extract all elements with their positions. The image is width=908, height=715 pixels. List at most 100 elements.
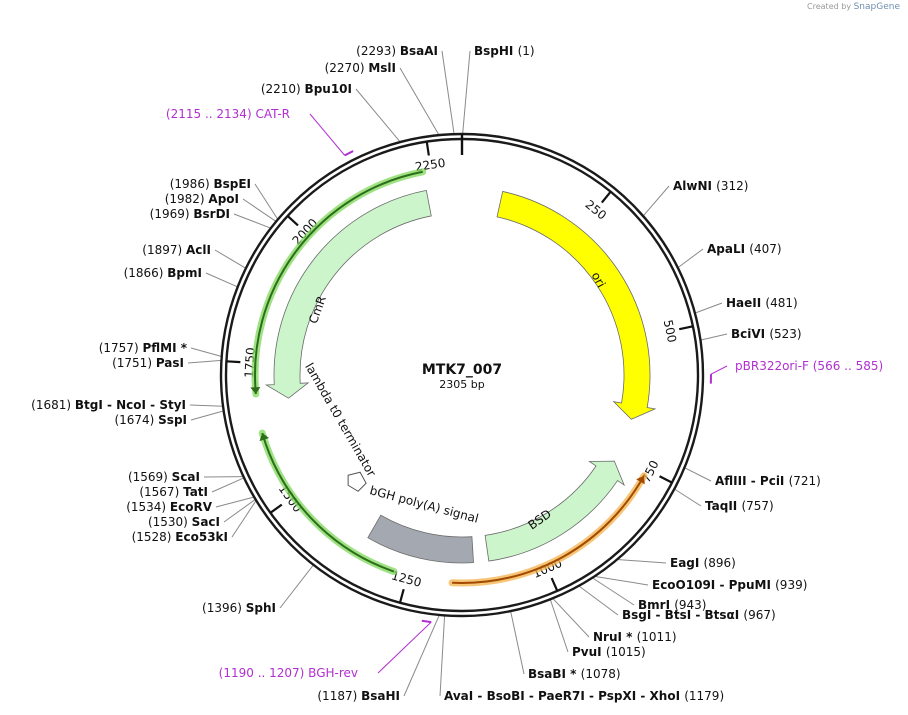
tick-mark <box>269 503 283 514</box>
site-label: (1567) TatI <box>139 485 208 499</box>
site-leader <box>552 597 590 638</box>
feature-ori <box>496 190 657 420</box>
feature-bsd <box>484 460 626 562</box>
primer-label-BGH-rev: (1190 .. 1207) BGH-rev <box>219 666 358 680</box>
site-label: (1534) EcoRV <box>126 500 213 514</box>
site-label: BsaBI * (1078) <box>528 667 621 681</box>
site-leader <box>617 558 667 564</box>
site-leader <box>242 198 277 222</box>
site-leader <box>190 347 222 357</box>
tick-mark <box>600 191 612 204</box>
site-label: (1969) BsrDI <box>150 207 230 221</box>
site-label: (2210) Bpu10I <box>261 82 352 96</box>
site-label: (1897) AclI <box>142 243 211 257</box>
orf-orange-arrow <box>452 475 645 584</box>
snapgene-logo: SnapGene <box>853 2 900 12</box>
site-leader <box>187 359 222 364</box>
site-label: (1674) SspI <box>114 413 187 427</box>
site-label: BspHI (1) <box>474 44 535 58</box>
site-label: (1986) BspEI <box>170 177 251 191</box>
site-leader <box>594 575 649 586</box>
primer-mark-BGH-rev <box>421 619 432 624</box>
site-labels: (2115 .. 2134) CAT-R pBR322ori-F (566 .. … <box>31 44 883 703</box>
plasmid-length: 2305 bp <box>439 378 484 391</box>
tick-label: 500 <box>661 319 679 344</box>
site-label: (1187) BsaHI <box>317 689 400 703</box>
site-label: BciVI (523) <box>731 327 802 341</box>
tick-label: 250 <box>583 197 610 222</box>
site-leader <box>399 67 440 136</box>
site-leader <box>510 610 525 675</box>
plasmid-name: MTK7_007 <box>422 362 502 378</box>
feature-cmr <box>264 189 432 399</box>
tick-mark <box>226 360 241 364</box>
site-label: HaeII (481) <box>726 296 798 310</box>
site-label: (1751) PasI <box>112 356 184 370</box>
site-label: EagI (896) <box>670 556 736 570</box>
feature-bgh-polya <box>367 514 474 564</box>
site-label: (1528) Eco53kI <box>132 530 228 544</box>
feature-lambda-t0-icon <box>347 471 367 492</box>
credit-prefix: Created by <box>807 2 852 11</box>
site-label: TaqII (757) <box>705 499 774 513</box>
map-center: MTK7_007 2305 bp <box>422 362 502 391</box>
site-label: (1866) BpmI <box>124 266 202 280</box>
site-leader <box>254 183 279 220</box>
feature-label-ori: ori <box>589 270 609 290</box>
site-leader <box>674 488 702 507</box>
site-leader <box>439 615 446 697</box>
site-leader <box>190 410 224 421</box>
site-label: (1396) SphI <box>202 601 276 615</box>
primer-mark-CAT-R <box>344 150 354 157</box>
tick-mark <box>659 475 673 484</box>
tick-mark <box>678 325 694 331</box>
site-leader <box>233 213 272 229</box>
feature-label-lambda-t0: lambda t0 terminator <box>302 361 379 480</box>
tick-mark <box>398 588 405 604</box>
site-label: AflIII - PciI (721) <box>715 474 821 488</box>
tick-mark <box>550 577 559 592</box>
primer-label-CAT-R: (2115 .. 2134) CAT-R <box>166 107 290 121</box>
site-leader <box>189 404 224 407</box>
site-label: BmrI (943) <box>638 598 707 612</box>
site-label: (1757) PflMI * <box>99 341 188 355</box>
tick-mark <box>286 215 299 227</box>
site-label: (1982) ApoI <box>165 192 239 206</box>
site-leader <box>211 477 245 493</box>
site-leader <box>591 577 635 606</box>
site-leader <box>700 333 728 341</box>
site-leader <box>677 248 704 269</box>
site-label: (1530) SacI <box>148 515 220 529</box>
site-label: AvaI - BsoBI - PaeR7I - PspXI - XhoI (11… <box>444 689 724 703</box>
site-label: AlwNI (312) <box>673 179 748 193</box>
orf-green-2-arrowhead <box>250 386 261 395</box>
tick-mark <box>425 141 430 156</box>
site-leader <box>578 585 619 616</box>
orf-green-2-arrow <box>254 170 423 395</box>
site-leader <box>231 500 257 538</box>
site-label: (1681) BtgI - NcoI - StyI <box>31 398 186 412</box>
site-leader <box>279 564 314 609</box>
site-leader <box>215 496 255 508</box>
site-label: PvuI (1015) <box>572 645 646 659</box>
primer-leader-BGH-rev <box>377 621 432 674</box>
site-label: NruI * (1011) <box>593 630 677 644</box>
primer-leader-CAT-R <box>309 113 346 156</box>
credit-label: Created by SnapGene <box>807 2 900 12</box>
primer-leader-pBR322ori-F <box>710 365 728 375</box>
primer-label-pBR322ori-F: pBR322ori-F (566 .. 585) <box>735 359 883 373</box>
site-leader <box>214 249 247 269</box>
site-label: (2270) MslI <box>325 61 396 75</box>
site-leader <box>403 614 440 697</box>
site-leader <box>223 498 256 523</box>
site-leader <box>462 50 471 135</box>
site-label: ApaLI (407) <box>707 242 782 256</box>
site-label: (1569) ScaI <box>128 470 200 484</box>
orf-orange-arrowhead <box>636 475 645 485</box>
site-leader <box>642 185 670 217</box>
site-leader <box>355 88 401 143</box>
site-label: BsgI - BtsI - BtsαI (967) <box>622 608 776 622</box>
orf-green-1-halo <box>258 429 398 576</box>
orf-green-1-arrow <box>261 432 395 573</box>
